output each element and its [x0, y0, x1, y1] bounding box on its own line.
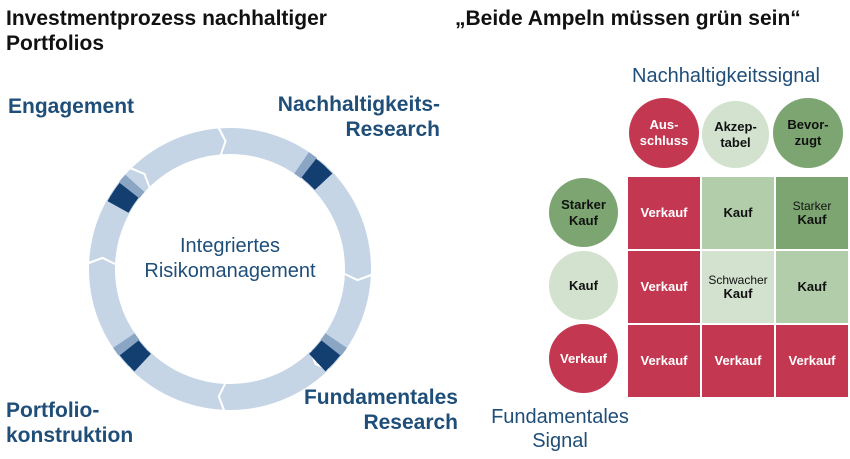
row-header-verkauf: Verkauf: [549, 324, 618, 393]
cell-main: Verkauf: [640, 205, 688, 220]
left-title-line1: Investmentprozess nachhaltiger: [6, 7, 327, 30]
ring-marker-engagement: [118, 174, 145, 199]
matrix-cell: Verkauf: [628, 177, 700, 249]
header-line: Starker: [561, 196, 606, 212]
header-line: Verkauf: [560, 350, 607, 366]
cell-main: Verkauf: [788, 353, 836, 368]
ring-segment: [302, 159, 371, 280]
cell-main: Kauf: [723, 286, 753, 301]
ring-marker-fundamental: [309, 340, 341, 372]
row-header-kauf: Kauf: [549, 251, 618, 320]
center-line: Risikomanagement: [144, 260, 316, 282]
column-header-bevorzugt: Bevor-zugt: [773, 98, 843, 168]
ring-segment: [219, 351, 328, 410]
ring-segment: [220, 128, 317, 179]
ring-segment: [130, 350, 224, 410]
header-line: Kauf: [569, 277, 598, 293]
cell-main: Verkauf: [714, 353, 762, 368]
row-axis-line: Signal: [532, 430, 588, 452]
header-line: Bevor-: [787, 117, 829, 132]
matrix-cell: Verkauf: [628, 325, 700, 397]
matrix-cell: Verkauf: [702, 325, 774, 397]
stage-portfoliokonstruktion: Portfolio- konstruktion: [6, 398, 133, 448]
right-title: „Beide Ampeln müssen grün sein“: [455, 7, 801, 30]
stage-line: Portfolio-: [6, 399, 100, 422]
center-label: Integriertes Risikomanagement: [130, 234, 330, 284]
center-line: Integriertes: [179, 235, 281, 257]
cell-main: Verkauf: [640, 353, 688, 368]
stage-line: Research: [363, 411, 458, 434]
cell-main: Verkauf: [640, 279, 688, 294]
stage-line: Nachhaltigkeits-: [277, 93, 440, 116]
header-line: tabel: [720, 134, 751, 150]
column-header-ausschluss: Aus-schluss: [629, 98, 699, 168]
cell-top: Starker: [792, 199, 832, 213]
row-axis-label: Fundamentales Signal: [480, 405, 640, 453]
cell-main: Kauf: [797, 212, 827, 227]
left-title: Investmentprozess nachhaltiger Portfolio…: [6, 6, 327, 56]
matrix-cell: Verkauf: [776, 325, 848, 397]
column-axis-label: Nachhaltigkeitssignal: [632, 65, 820, 87]
column-header-akzeptabel: Akzep-tabel: [702, 101, 769, 168]
cell-main: Kauf: [723, 205, 753, 220]
header-line: Aus-: [649, 117, 679, 132]
ring-segment: [132, 128, 225, 187]
cell-main: Kauf: [797, 279, 827, 294]
ring-marker-engagement: [107, 182, 139, 213]
stage-engagement: Engagement: [8, 95, 135, 118]
matrix-cell: Kauf: [776, 251, 848, 323]
row-axis-line: Fundamentales: [491, 406, 629, 428]
stage-line: Research: [345, 118, 440, 141]
header-line: Kauf: [569, 212, 598, 228]
header-line: Akzep-: [714, 118, 757, 134]
ring-marker-fundamental: [320, 333, 347, 356]
ring-marker-portfolio: [113, 333, 140, 356]
header-line: schluss: [639, 133, 689, 148]
cell-top: Schwacher: [708, 273, 768, 287]
matrix-cell: Kauf: [702, 177, 774, 249]
matrix-cell: Verkauf: [628, 251, 700, 323]
stage-line: Fundamentales: [303, 386, 458, 409]
left-title-line2: Portfolios: [6, 32, 104, 55]
stage-fundamentales-research: Fundamentales Research: [240, 385, 458, 435]
stage-line: konstruktion: [6, 424, 134, 447]
ring-marker-portfolio: [119, 340, 151, 372]
ring-marker-nachhaltigkeit: [301, 158, 333, 190]
ring-marker-nachhaltigkeit: [294, 152, 317, 179]
stage-nachhaltigkeits-research: Nachhaltigkeits- Research: [240, 92, 440, 142]
header-line: zugt: [794, 133, 822, 148]
